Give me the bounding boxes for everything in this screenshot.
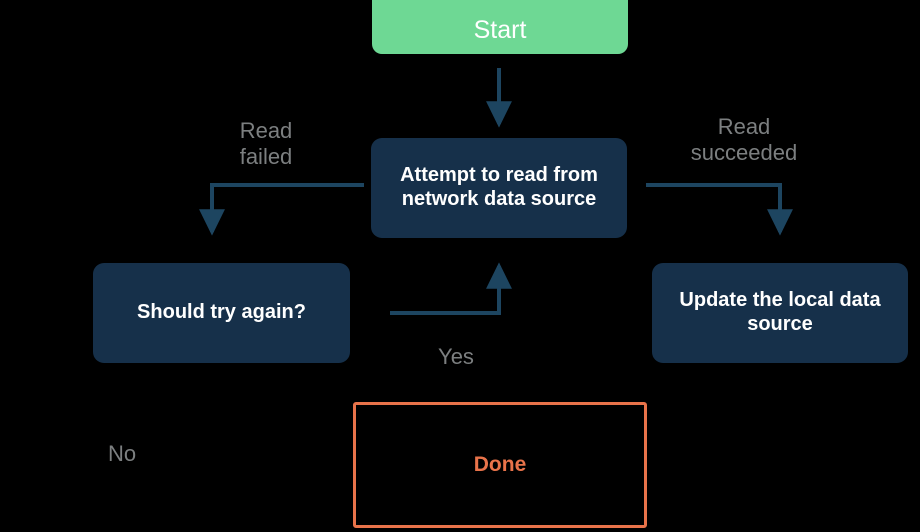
edge-label-no: No	[107, 441, 137, 466]
node-should-try-again-label: Should try again?	[137, 301, 306, 324]
node-done-label: Done	[473, 452, 527, 476]
edge-label-read-failed: Read failed	[239, 118, 293, 169]
edge-attempt-to-update	[646, 183, 793, 236]
edge-retry-to-attempt	[390, 262, 512, 315]
node-attempt-read[interactable]: Attempt to read from network data source	[371, 138, 627, 238]
node-done[interactable]: Done	[353, 402, 647, 528]
node-update-local-source-label: Update the local data source	[679, 289, 881, 335]
edge-label-yes: Yes	[438, 344, 474, 369]
edge-label-read-succeeded: Read succeeded	[690, 114, 798, 165]
node-attempt-read-label: Attempt to read from network data source	[400, 164, 598, 210]
node-start-label: Start	[473, 15, 527, 44]
node-start[interactable]: Start	[372, 0, 628, 54]
edge-attempt-to-retry	[199, 183, 364, 236]
node-update-local-source[interactable]: Update the local data source	[652, 263, 908, 363]
node-should-try-again[interactable]: Should try again?	[93, 263, 350, 363]
